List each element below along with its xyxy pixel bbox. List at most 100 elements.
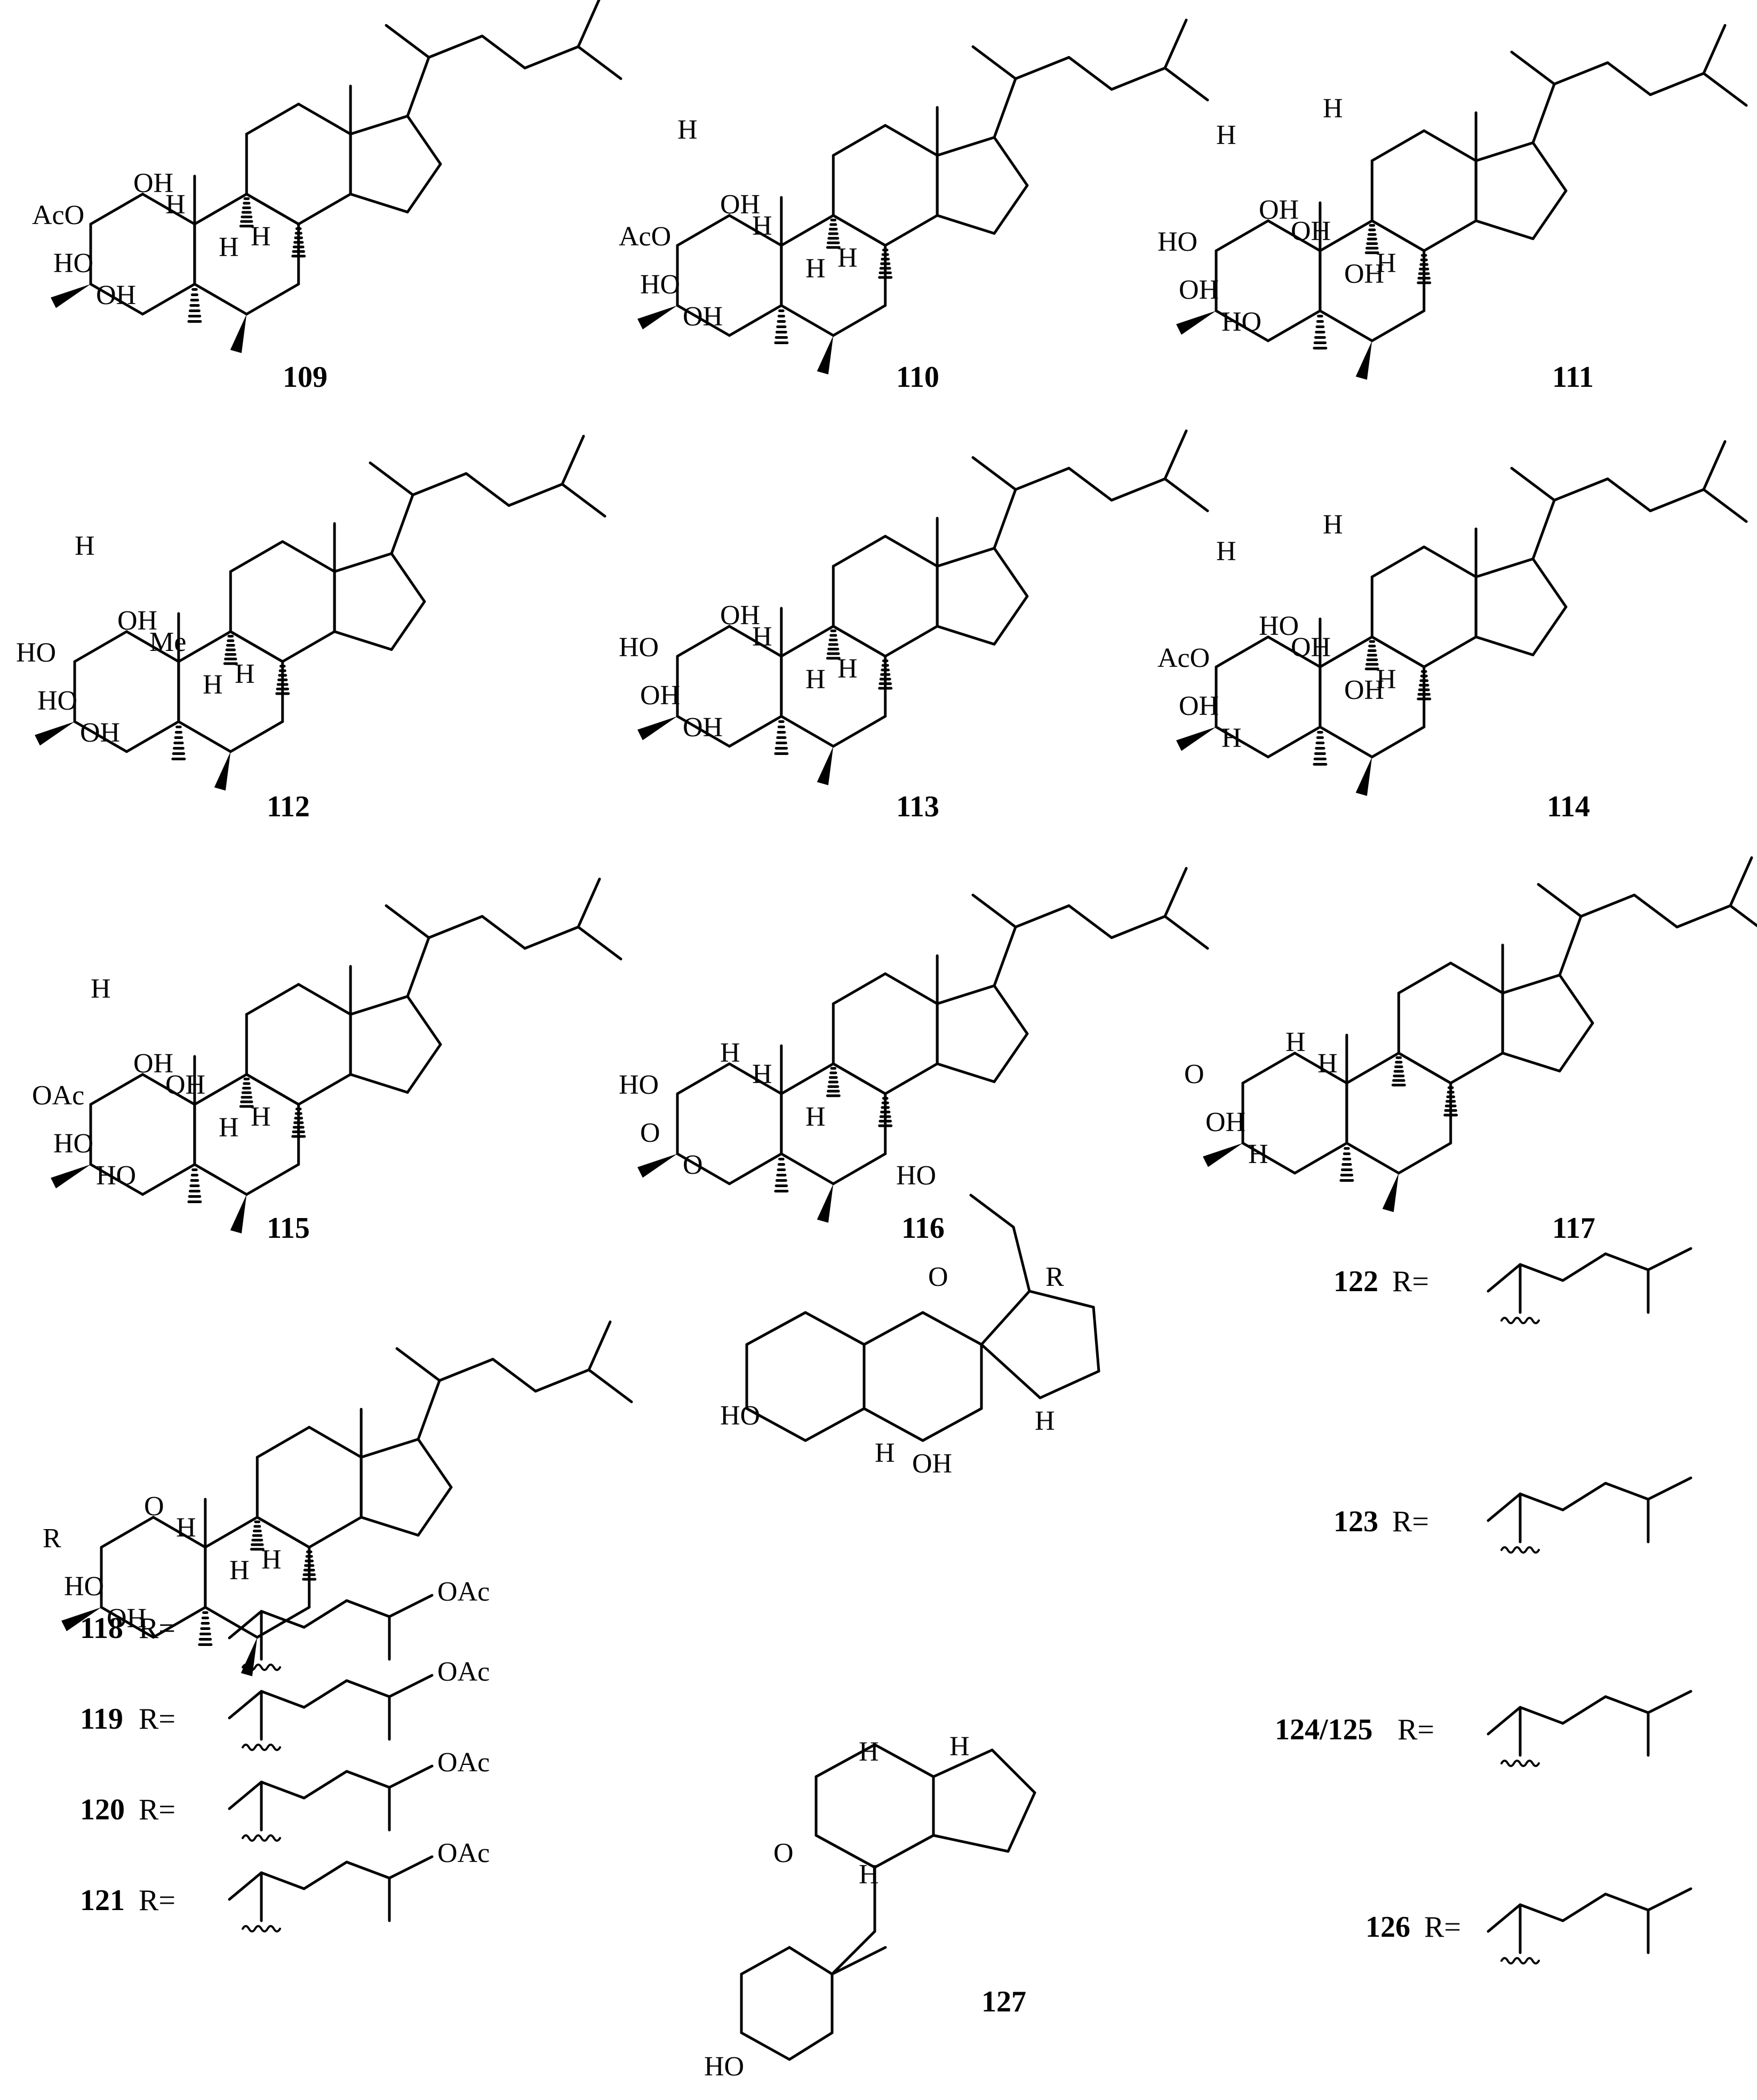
- atom-label: H: [805, 1102, 826, 1132]
- r-label: R=: [139, 1612, 175, 1645]
- ring-b: [193, 193, 248, 226]
- ring-127-aromatic: [788, 2031, 834, 2061]
- wedge-bond: [817, 335, 834, 375]
- atom-label: OH: [912, 1449, 952, 1479]
- wedge-bond: [637, 305, 677, 330]
- side-chain: [1606, 61, 1652, 96]
- ring-a: [1241, 1142, 1296, 1175]
- side-chain: [388, 1674, 434, 1698]
- ring-b: [245, 1163, 300, 1196]
- side-chain: [1537, 883, 1583, 918]
- ring-a: [1266, 635, 1322, 669]
- ring-b: [832, 304, 887, 337]
- ring-c: [297, 193, 352, 226]
- atom-label: H: [261, 1545, 282, 1575]
- atom-label: H: [805, 253, 826, 284]
- ring-a-h: [745, 1407, 807, 1442]
- ring-a: [728, 625, 783, 658]
- atom-label: HO: [96, 1160, 136, 1191]
- side-chain: [228, 1871, 263, 1901]
- ring-c: [832, 625, 887, 658]
- ring-b: [780, 1152, 835, 1186]
- ring-127: [814, 1834, 876, 1869]
- atom-label: HO: [619, 632, 659, 663]
- atom-label: R: [43, 1523, 61, 1554]
- atom-label: HO: [53, 1128, 93, 1159]
- ring-d-h: [1039, 1370, 1100, 1399]
- atom-label: H: [229, 1555, 250, 1586]
- ring-c: [832, 214, 887, 247]
- side-chain: [385, 24, 430, 59]
- chain: [1012, 1226, 1031, 1293]
- ring-a: [1266, 309, 1322, 343]
- ring-c: [884, 214, 939, 247]
- side-chain: [577, 0, 601, 48]
- side-chain-number: 119: [80, 1703, 123, 1736]
- ring-127-aromatic: [740, 2031, 791, 2061]
- chain: [969, 1194, 1015, 1229]
- ring-c: [245, 983, 300, 1016]
- atom-label: HO: [1221, 307, 1261, 337]
- atom-label: OAc: [32, 1080, 84, 1111]
- r-label: R=: [1397, 1713, 1434, 1746]
- side-chain: [1606, 478, 1652, 512]
- ring-d: [1501, 974, 1561, 995]
- side-chain: [369, 462, 414, 496]
- side-chain: [587, 1321, 612, 1371]
- side-chain: [1510, 51, 1556, 85]
- side-chain: [302, 1679, 348, 1709]
- side-chain: [260, 1871, 306, 1890]
- wedge-bond: [51, 1164, 91, 1189]
- ring-d: [360, 1438, 420, 1459]
- side-chain: [427, 35, 484, 59]
- side-chain: [1067, 56, 1113, 91]
- compound-number-110: 110: [896, 361, 939, 394]
- ring-d: [1558, 1022, 1594, 1072]
- side-chain: [388, 1764, 434, 1789]
- ring-a: [73, 630, 128, 663]
- compound-number-109: 109: [283, 361, 328, 394]
- ring-127-d: [1007, 1791, 1036, 1853]
- ring-a: [89, 193, 144, 226]
- side-chain: [481, 915, 526, 950]
- ring-b: [1345, 1052, 1400, 1085]
- side-chain: [417, 1379, 441, 1441]
- side-chain: [1561, 1892, 1607, 1922]
- ring-c: [832, 972, 887, 1005]
- ring-c: [1423, 129, 1478, 162]
- ring-c: [1370, 635, 1426, 669]
- ring-d: [936, 214, 996, 235]
- ring-a: [1266, 726, 1322, 759]
- ring-b: [1319, 726, 1373, 759]
- side-chain: [561, 435, 585, 486]
- atom-label: H: [1216, 536, 1236, 567]
- ring-b-h: [862, 1311, 924, 1346]
- side-chain: [1067, 467, 1113, 502]
- side-chain: [406, 936, 430, 998]
- side-chain: [1604, 1695, 1650, 1714]
- side-chain: [577, 878, 601, 928]
- ring-127-aromatic: [740, 1946, 791, 1976]
- wedge-bond: [817, 746, 834, 785]
- side-chain: [395, 1347, 441, 1382]
- side-chain-number: 122: [1333, 1265, 1378, 1298]
- ring-a: [141, 1163, 196, 1196]
- atom-label: Me: [149, 627, 186, 657]
- tail-label: OAc: [437, 1838, 490, 1868]
- ring-b: [832, 1152, 887, 1186]
- ring-127-aromatic: [788, 1946, 834, 1976]
- atom-label: H: [859, 1859, 879, 1890]
- ring-d: [1501, 1052, 1561, 1072]
- atom-label: H: [859, 1737, 879, 1767]
- side-chain: [1487, 1706, 1522, 1736]
- atom-label: OH: [720, 600, 760, 631]
- ring-d: [936, 984, 996, 1005]
- side-chain: [345, 1599, 391, 1618]
- atom-label: H: [1323, 510, 1343, 540]
- side-chain: [1604, 1892, 1650, 1912]
- ring-a: [141, 193, 196, 226]
- ring-a: [1215, 635, 1269, 669]
- atom-label: OH: [133, 168, 173, 198]
- ring-a: [676, 1152, 731, 1186]
